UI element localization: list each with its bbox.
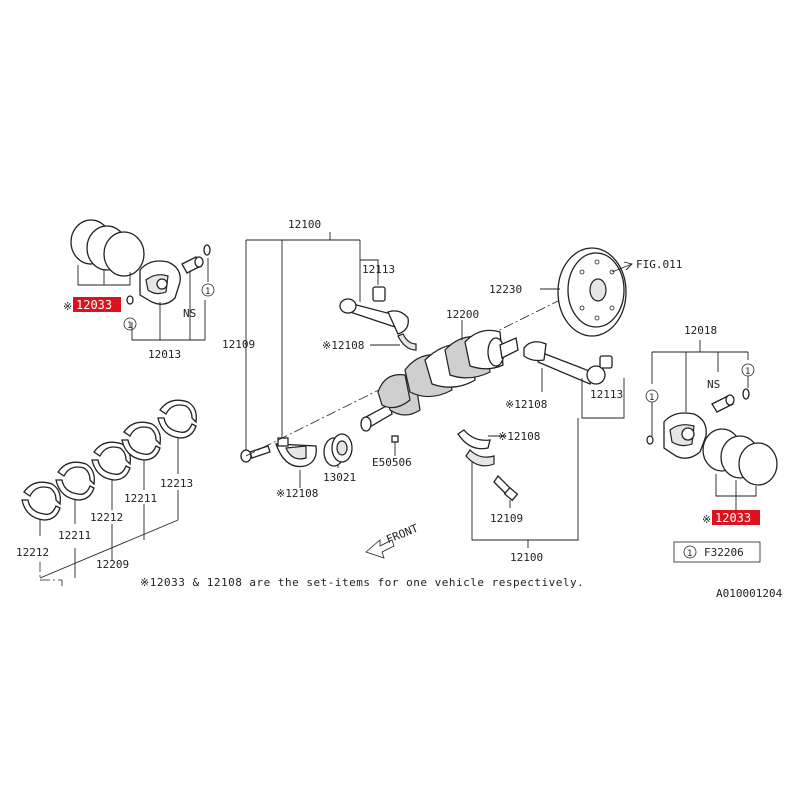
label-12109-top[interactable]: 12109 xyxy=(222,338,255,351)
crank-sprocket[interactable] xyxy=(323,433,353,467)
label-12212-b[interactable]: 12212 xyxy=(16,546,49,559)
label-12108-d[interactable]: ※12108 xyxy=(498,430,540,443)
svg-text:1: 1 xyxy=(649,393,654,403)
label-fig-011[interactable]: FIG.011 xyxy=(636,258,682,271)
piston-rings-left[interactable] xyxy=(70,219,145,277)
main-bearing-4[interactable] xyxy=(121,421,161,461)
label-12209[interactable]: 12209 xyxy=(96,558,129,571)
flywheel[interactable] xyxy=(557,247,627,337)
piston-left[interactable] xyxy=(139,260,181,305)
label-12018[interactable]: 12018 xyxy=(684,324,717,337)
label-12200[interactable]: 12200 xyxy=(446,308,479,321)
front-arrow: FRONT xyxy=(365,522,420,559)
label-ns-left[interactable]: NS xyxy=(183,307,196,320)
svg-text:1: 1 xyxy=(205,287,210,297)
piston-pin-left[interactable] xyxy=(181,256,204,274)
conrod-bearing-top[interactable] xyxy=(397,333,417,351)
conrod-cap-bottom[interactable] xyxy=(457,429,495,467)
conrod-nut-top[interactable] xyxy=(372,286,386,302)
circle-one-left-b: 1 xyxy=(201,283,215,297)
main-bearing-5[interactable] xyxy=(157,399,197,439)
piston-pin-right[interactable] xyxy=(711,394,735,413)
piston-right[interactable] xyxy=(663,412,707,459)
label-ns-right[interactable]: NS xyxy=(707,378,720,391)
main-bearing-2[interactable] xyxy=(55,461,95,501)
label-12109-bottom[interactable]: 12109 xyxy=(490,512,523,525)
label-e50506[interactable]: E50506 xyxy=(372,456,412,469)
label-12100-bottom[interactable]: 12100 xyxy=(510,551,543,564)
conrod-nut-right[interactable] xyxy=(599,355,613,369)
label-12211-a[interactable]: 12211 xyxy=(124,492,157,505)
conrod-bolt-left[interactable] xyxy=(240,445,271,463)
footnote: ※12033 & 12108 are the set-items for one… xyxy=(140,576,584,589)
legend-box: 1 F32206 xyxy=(673,541,761,563)
label-12230[interactable]: 12230 xyxy=(489,283,522,296)
label-13021[interactable]: 13021 xyxy=(323,471,356,484)
conrod-cap-left[interactable] xyxy=(275,437,317,468)
circle-one-left-a: 1 xyxy=(123,317,137,331)
circle-one-right-b: 1 xyxy=(741,363,755,377)
svg-text:1: 1 xyxy=(745,367,750,377)
label-12108-a[interactable]: ※12108 xyxy=(322,339,364,352)
label-12213[interactable]: 12213 xyxy=(160,477,193,490)
label-12108-b[interactable]: ※12108 xyxy=(276,487,318,500)
label-12212-a[interactable]: 12212 xyxy=(90,511,123,524)
label-12113-bottom[interactable]: 12113 xyxy=(590,388,623,401)
label-12013[interactable]: 12013 xyxy=(148,348,181,361)
conrod-top[interactable] xyxy=(339,298,409,335)
asterisk-right: ※ xyxy=(702,513,711,526)
circle-one-right-a: 1 xyxy=(645,389,659,403)
svg-text:1: 1 xyxy=(687,549,692,559)
label-12100-top[interactable]: 12100 xyxy=(288,218,321,231)
highlight-box-left xyxy=(73,297,121,312)
label-12033-right[interactable]: 12033 xyxy=(715,511,751,525)
label-12211-b[interactable]: 12211 xyxy=(58,529,91,542)
crankshaft[interactable] xyxy=(360,329,519,432)
diagram-id: A010001204 xyxy=(716,587,783,600)
snap-ring-left[interactable] xyxy=(126,244,211,305)
main-bearing-1[interactable] xyxy=(21,481,61,521)
label-f32206: F32206 xyxy=(704,546,744,559)
label-12113-top[interactable]: 12113 xyxy=(362,263,395,276)
piston-rings-right[interactable] xyxy=(702,428,778,486)
woodruff-key[interactable] xyxy=(391,435,399,443)
snap-ring-right[interactable] xyxy=(646,388,750,445)
asterisk-left: ※ xyxy=(63,300,72,313)
svg-text:1: 1 xyxy=(127,321,132,331)
label-front: FRONT xyxy=(384,522,420,547)
conrod-right[interactable] xyxy=(523,341,606,385)
highlight-box-right xyxy=(712,510,760,525)
label-12108-c[interactable]: ※12108 xyxy=(505,398,547,411)
label-12033-left[interactable]: 12033 xyxy=(76,298,112,312)
conrod-bolt-bottom[interactable] xyxy=(493,474,519,502)
main-bearing-3[interactable] xyxy=(91,441,131,481)
